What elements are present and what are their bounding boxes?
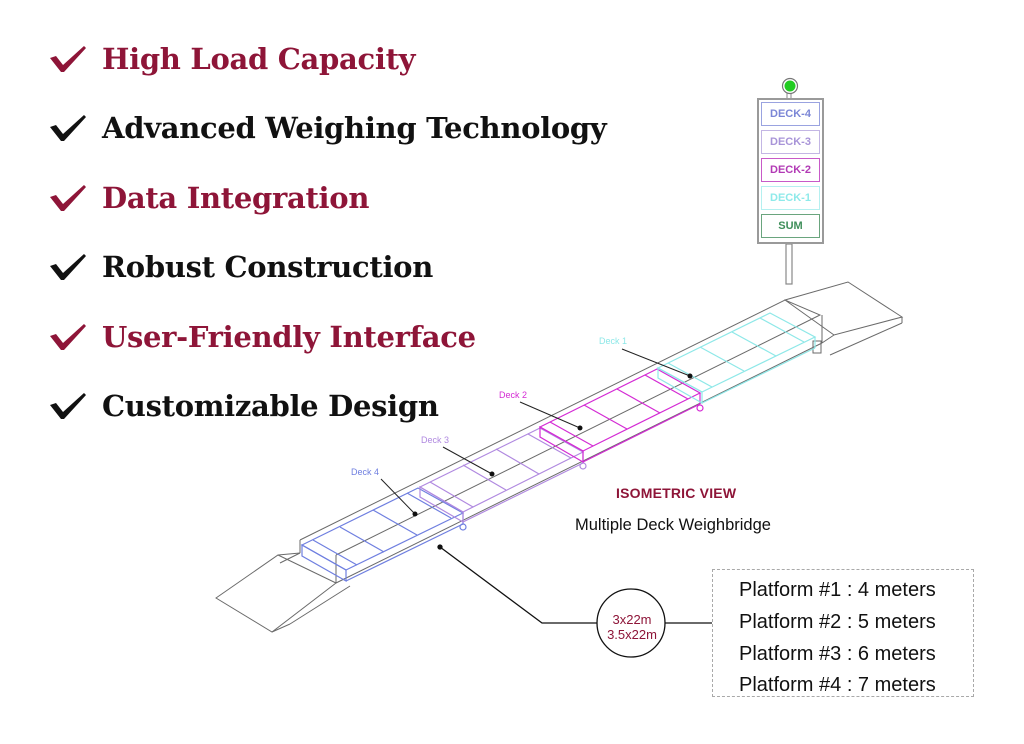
display-pole [781,77,799,285]
remote-display-panel: DECK-4 DECK-3 DECK-2 DECK-1 SUM [757,98,824,244]
feature-item: User-Friendly Interface [48,320,476,354]
feature-label: Data Integration [102,181,370,215]
feature-item: Data Integration [48,181,369,215]
checkmark-icon [50,393,86,419]
checkmark-icon [50,254,86,280]
view-subtitle: Multiple Deck Weighbridge [575,516,771,534]
right-ramp [783,281,904,356]
feature-label: User-Friendly Interface [102,320,476,354]
deck-3-label: Deck 3 [421,435,449,445]
green-status-light-icon [784,80,796,92]
display-cell-deck-4: DECK-4 [761,102,820,126]
feature-label: Advanced Weighing Technology [102,111,607,145]
feature-item: Customizable Design [48,389,439,423]
left-ramp [215,552,351,633]
display-cell-deck-3: DECK-3 [761,130,820,154]
feature-label: High Load Capacity [102,42,416,76]
deck-1-callout: Deck 1 [599,336,693,379]
platform-row: Platform #3 : 6 meters [739,643,936,665]
deck-1-label: Deck 1 [599,336,627,346]
size-callout-leader [437,544,712,658]
feature-item: High Load Capacity [48,42,416,76]
size-callout: 3x22m 3.5x22m [597,612,667,642]
feature-label: Robust Construction [102,250,434,284]
platform-row: Platform #4 : 7 meters [739,674,936,696]
display-cell-sum: SUM [761,214,820,238]
deck-4-label: Deck 4 [351,467,379,477]
foundation-outline [279,299,823,584]
size-callout-line-1: 3x22m [612,612,652,627]
display-cell-deck-2: DECK-2 [761,158,820,182]
view-title: ISOMETRIC VIEW [616,485,737,501]
feature-label: Customizable Design [102,389,439,423]
deck-4-callout: Deck 4 [351,467,418,517]
display-cell-deck-1: DECK-1 [761,186,820,210]
platform-row: Platform #1 : 4 meters [739,579,936,601]
deck-3-callout: Deck 3 [421,435,495,477]
checkmark-icon [50,115,86,141]
deck-1-platform [656,312,817,405]
checkmark-icon [50,324,86,350]
platform-row: Platform #2 : 5 meters [739,611,936,633]
deck-2-platform [538,368,704,464]
checkmark-icon [50,46,86,72]
checkmark-icon [50,185,86,211]
deck-2-callout: Deck 2 [499,390,583,431]
deck-4-platform [300,487,467,583]
feature-item: Advanced Weighing Technology [48,111,607,145]
feature-item: Robust Construction [48,250,433,284]
size-callout-line-2: 3.5x22m [607,627,657,642]
platform-lengths-box: Platform #1 : 4 meters Platform #2 : 5 m… [712,569,974,697]
deck-2-label: Deck 2 [499,390,527,400]
